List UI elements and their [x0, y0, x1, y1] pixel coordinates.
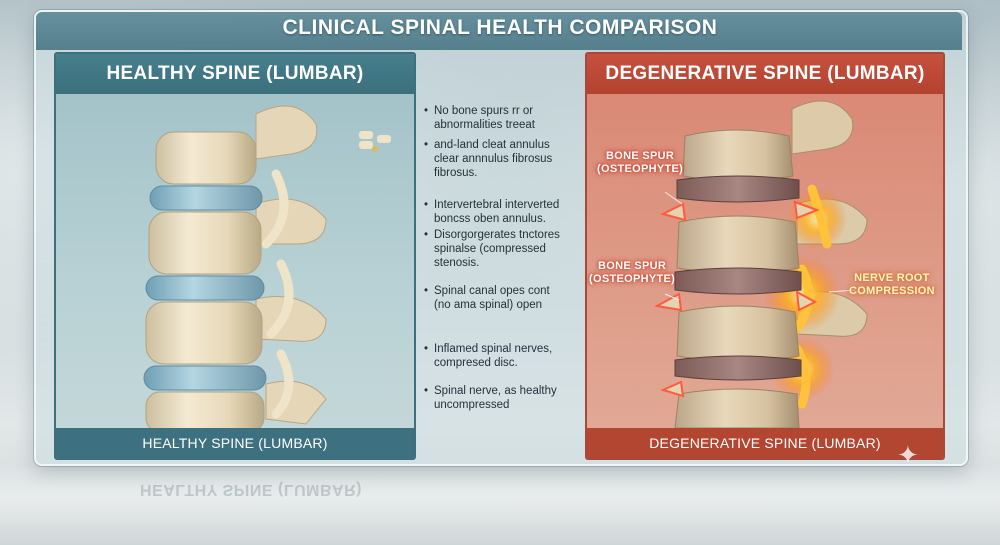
- note-line: boncss oben annulus.: [434, 213, 546, 225]
- callout-bone-spur-lower: BONE SPUR (OSTEOPHYTE): [589, 260, 675, 286]
- healthy-spine-panel: HEALTHY SPINE (LUMBAR): [54, 52, 416, 460]
- callout-nerve-root-compression: NERVE ROOT COMPRESSION: [849, 272, 935, 298]
- note-line: clear annnulus fibrosus: [434, 153, 553, 165]
- note-item: • Disorgorgerates tnctores spinalse (com…: [424, 228, 582, 270]
- sparkle-icon: ✦: [897, 440, 919, 470]
- note-bullet: •: [424, 199, 429, 211]
- note-bullet: •: [424, 229, 429, 241]
- mini-spine-thumbnail: [359, 131, 391, 152]
- note-item: • Inflamed spinal nerves, compresed disc…: [424, 342, 582, 370]
- page-title: CLINICAL SPINAL HEALTH COMPARISON: [282, 16, 718, 39]
- healthy-spine-illustration: [143, 105, 327, 428]
- note-bullet: •: [424, 139, 429, 151]
- note-item: • No bone spurs rr or abnormalities tree…: [424, 104, 582, 132]
- callout-line: (OSTEOPHYTE): [589, 273, 676, 285]
- desk-reflection-text: HEALTHY SPINE (LUMBAR): [140, 481, 362, 498]
- note-item: • Spinal canal opes cont (no ama spinal)…: [424, 284, 582, 312]
- note-line: (no ama spinal) open: [434, 299, 543, 311]
- note-item: • and-land cleat annulus clear annnulus …: [424, 138, 582, 180]
- degenerative-panel-footer: DEGENERATIVE SPINE (LUMBAR): [587, 428, 943, 458]
- note-line: abnormalities treeat: [434, 119, 535, 131]
- note-line: Spinal nerve, as healthy: [434, 385, 557, 397]
- callout-line: COMPRESSION: [849, 285, 935, 297]
- degenerative-spine-panel: DEGENERATIVE SPINE (LUMBAR): [585, 52, 945, 460]
- note-line: No bone spurs rr or: [434, 105, 534, 117]
- healthy-panel-header: HEALTHY SPINE (LUMBAR): [56, 54, 414, 94]
- callout-line: BONE SPUR: [598, 260, 667, 272]
- note-line: Spinal canal opes cont: [434, 285, 550, 297]
- callout-bone-spur-upper: BONE SPUR (OSTEOPHYTE): [597, 150, 683, 176]
- note-line: uncompressed: [434, 399, 510, 411]
- callout-line: NERVE ROOT: [854, 272, 930, 284]
- note-line: Intervertebral interverted: [434, 199, 560, 211]
- note-item: • Spinal nerve, as healthy uncompressed: [424, 384, 582, 412]
- degenerative-panel-header: DEGENERATIVE SPINE (LUMBAR): [587, 54, 943, 94]
- note-line: spinalse (compressed: [434, 243, 546, 255]
- note-line: compresed disc.: [434, 357, 518, 369]
- callout-line: BONE SPUR: [606, 150, 675, 162]
- note-line: Disorgorgerates tnctores: [434, 229, 560, 241]
- note-line: fibrosus.: [434, 167, 478, 179]
- note-bullet: •: [424, 285, 429, 297]
- note-bullet: •: [424, 105, 429, 117]
- note-line: stenosis.: [434, 257, 480, 269]
- note-bullet: •: [424, 343, 429, 355]
- healthy-panel-footer: HEALTHY SPINE (LUMBAR): [56, 428, 414, 458]
- note-line: and-land cleat annulus: [434, 139, 550, 151]
- note-item: • Intervertebral interverted boncss oben…: [424, 198, 582, 226]
- desk-surface: [0, 468, 1000, 545]
- callout-line: (OSTEOPHYTE): [597, 163, 684, 175]
- note-line: Inflamed spinal nerves,: [434, 343, 553, 355]
- degenerative-spine-illustration: [653, 100, 868, 428]
- note-bullet: •: [424, 385, 429, 397]
- title-band: [36, 12, 962, 50]
